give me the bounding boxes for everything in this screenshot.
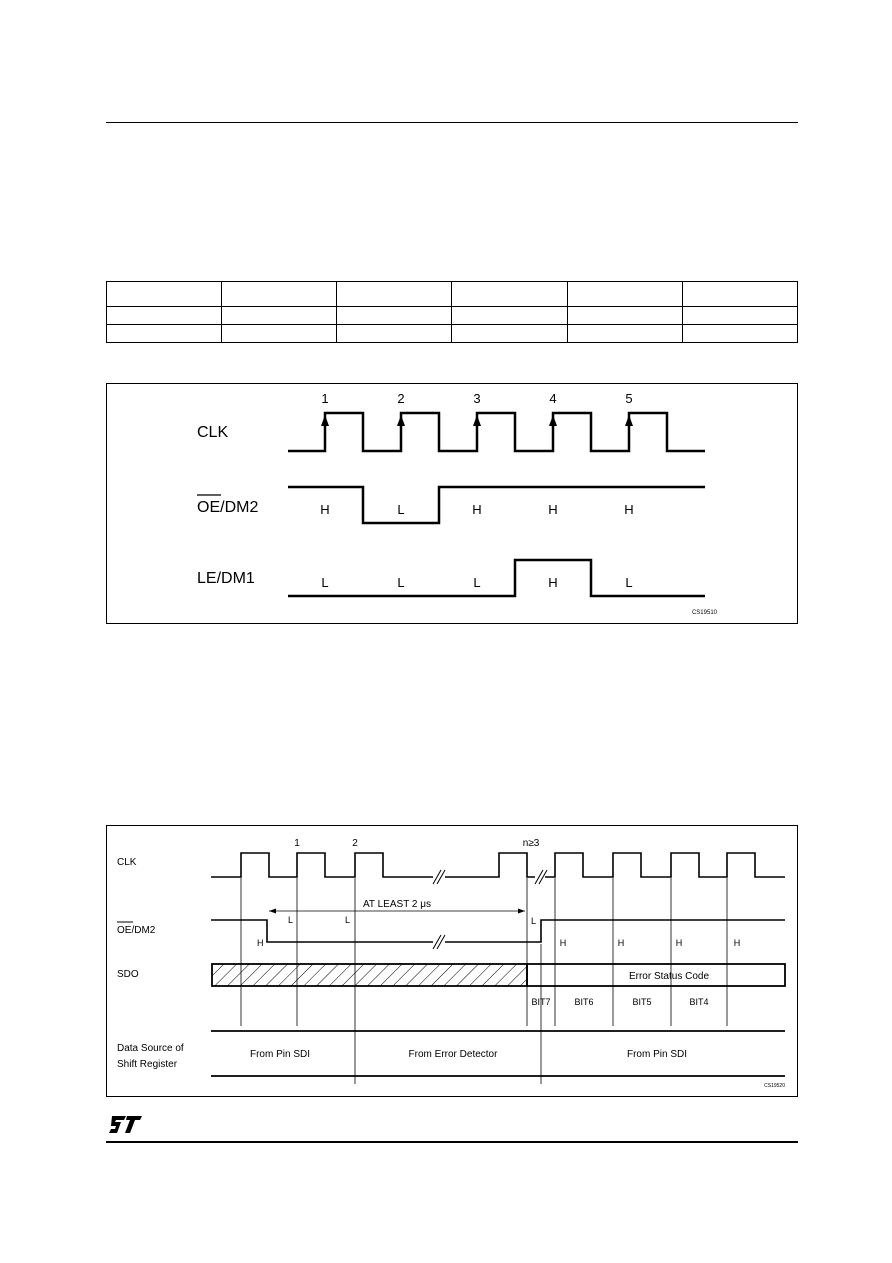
- table-cell: [105, 281, 223, 307]
- figure-mode-switch-timing: CLK 1 2 3 4 5 OE/DM2 H L H: [106, 383, 798, 624]
- timing-diagram-2: CLK 1 2 n≥3 OE/DM2 H L L L: [117, 838, 786, 1089]
- source-label: From Pin SDI: [627, 1049, 687, 1060]
- table-cell: [681, 281, 799, 307]
- at-least-text: AT LEAST 2 μs: [363, 899, 431, 910]
- table-cell: [105, 306, 223, 325]
- clk-waveform: [211, 852, 785, 878]
- level-label: H: [548, 575, 557, 590]
- table-cell: [681, 306, 799, 325]
- figure-code: CS19510: [692, 610, 718, 616]
- level-label: H: [560, 938, 567, 948]
- pulse-numbers: 1 2 3 4 5: [321, 391, 632, 406]
- sdo-undefined-region: [211, 963, 528, 987]
- source-label: From Error Detector: [409, 1049, 499, 1060]
- table-cell: [221, 281, 338, 307]
- level-label: L: [625, 575, 632, 590]
- bit-label: BIT7: [531, 997, 550, 1007]
- st-logo-icon: [109, 1116, 142, 1133]
- table-cell: [105, 324, 223, 343]
- error-status-text: Error Status Code: [629, 971, 709, 982]
- level-label: H: [618, 938, 625, 948]
- level-label: L: [531, 916, 536, 926]
- level-label: H: [257, 938, 264, 948]
- oe-level-labels: H L L L: [257, 915, 536, 948]
- clk-label: CLK: [197, 424, 228, 441]
- data-source-label-line1: Data Source of: [117, 1043, 184, 1054]
- figure-code: CS19520: [764, 1083, 785, 1089]
- table-cell: [336, 306, 453, 325]
- table-cell: [336, 281, 453, 307]
- table-cell: [336, 324, 453, 343]
- oe-waveform: [288, 485, 705, 525]
- table-cell: [566, 324, 683, 343]
- level-label: L: [397, 575, 404, 590]
- sdo-label: SDO: [117, 969, 139, 980]
- bit-label: BIT4: [689, 997, 708, 1007]
- source-labels: From Pin SDI From Error Detector From Pi…: [250, 1049, 687, 1060]
- pulse-number: 5: [625, 391, 632, 406]
- bit-label: BIT6: [574, 997, 593, 1007]
- oe-bar-text: OE: [117, 925, 132, 936]
- level-label: H: [320, 502, 329, 517]
- header-rule: [106, 122, 798, 123]
- level-label: H: [734, 938, 741, 948]
- oe-levels: H L H H H: [320, 502, 633, 517]
- figure-error-detection-timing: CLK 1 2 n≥3 OE/DM2 H L L L: [106, 825, 798, 1097]
- table-row: [105, 324, 799, 343]
- data-source-label-line2: Shift Register: [117, 1059, 178, 1070]
- oe-waveform: [211, 919, 785, 943]
- timing-diagram-1: CLK 1 2 3 4 5 OE/DM2 H L H: [197, 391, 718, 616]
- table-cell: [566, 306, 683, 325]
- oe-label: OE/DM2: [197, 499, 258, 516]
- level-label: L: [321, 575, 328, 590]
- sdo-error-status-region: [526, 963, 786, 987]
- level-label: H: [676, 938, 683, 948]
- table-row: [105, 281, 799, 307]
- table-cell: [221, 306, 338, 325]
- st-logo: [108, 1115, 144, 1140]
- table-cell: [451, 324, 568, 343]
- oe-break-marks: [432, 934, 446, 950]
- oe-label: OE/DM2: [117, 925, 156, 936]
- clk-edge-arrows: [321, 415, 633, 432]
- oe-rest-text: /DM2: [220, 499, 258, 516]
- table-cell: [681, 324, 799, 343]
- pulse-number: 4: [549, 391, 556, 406]
- le-levels: L L L H L: [321, 575, 632, 590]
- pulse-number: 2: [397, 391, 404, 406]
- oe-bar-text: OE: [197, 499, 220, 516]
- level-label: L: [345, 915, 350, 925]
- footer-rule: [106, 1141, 798, 1143]
- table-cell: [221, 324, 338, 343]
- source-label: From Pin SDI: [250, 1049, 310, 1060]
- clock-label: 1: [294, 838, 300, 849]
- level-label: L: [288, 915, 293, 925]
- table-row: [105, 306, 799, 325]
- clock-label: 2: [352, 838, 358, 849]
- parameter-table: [105, 281, 799, 343]
- clock-label: n≥3: [523, 838, 540, 849]
- oe-rest-text: /DM2: [131, 925, 155, 936]
- pulse-number: 3: [473, 391, 480, 406]
- level-label: L: [397, 502, 404, 517]
- oe-h-labels: H H H H: [560, 938, 741, 948]
- clk-waveform: [288, 411, 705, 453]
- level-label: H: [548, 502, 557, 517]
- clock-labels: 1 2 n≥3: [294, 838, 540, 849]
- clk-label: CLK: [117, 857, 137, 868]
- level-label: H: [472, 502, 481, 517]
- bit-label: BIT5: [632, 997, 651, 1007]
- table-cell: [451, 281, 568, 307]
- table-cell: [566, 281, 683, 307]
- pulse-number: 1: [321, 391, 328, 406]
- clk-break-marks: [432, 869, 548, 885]
- table-cell: [451, 306, 568, 325]
- at-least-dimension: AT LEAST 2 μs: [269, 899, 525, 914]
- bit-labels: BIT7 BIT6 BIT5 BIT4: [531, 997, 708, 1007]
- le-label: LE/DM1: [197, 570, 255, 587]
- level-label: H: [624, 502, 633, 517]
- level-label: L: [473, 575, 480, 590]
- le-waveform: [288, 558, 705, 598]
